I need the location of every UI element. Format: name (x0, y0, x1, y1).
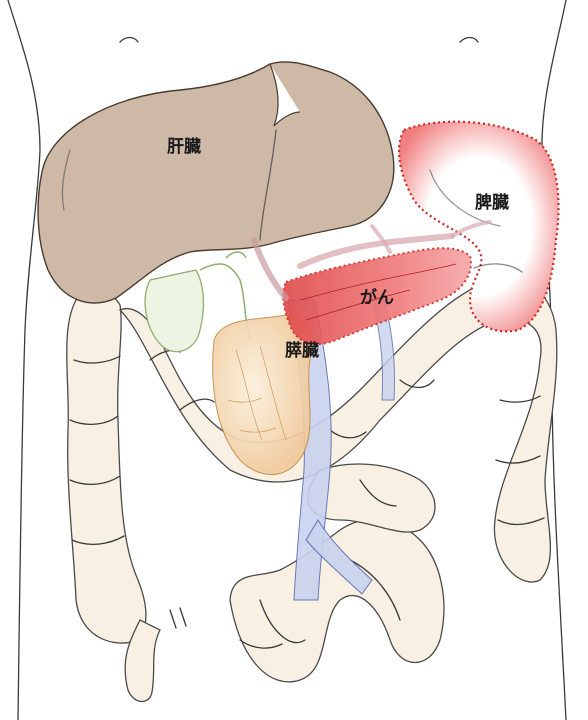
intestine-loop-1 (229, 518, 445, 683)
portal-vessels (251, 220, 492, 301)
small-intestine (124, 463, 445, 703)
pancreas (212, 314, 314, 476)
liver (37, 61, 395, 304)
spleen (397, 120, 560, 333)
pancreas-label: 膵臓 (285, 340, 319, 361)
right-nipple (459, 36, 479, 43)
left-nipple (119, 36, 139, 43)
splenic-vein-branch (371, 299, 396, 401)
cancer-label: がん (360, 287, 394, 308)
intestine-tail (124, 619, 161, 703)
ascending-colon (66, 291, 147, 644)
liver-label: 肝臓 (167, 137, 201, 157)
blood-vessels (287, 299, 396, 601)
spleen-label: 脾臓 (475, 192, 509, 213)
cancer-region (282, 247, 472, 346)
iliac-vein (305, 519, 373, 595)
